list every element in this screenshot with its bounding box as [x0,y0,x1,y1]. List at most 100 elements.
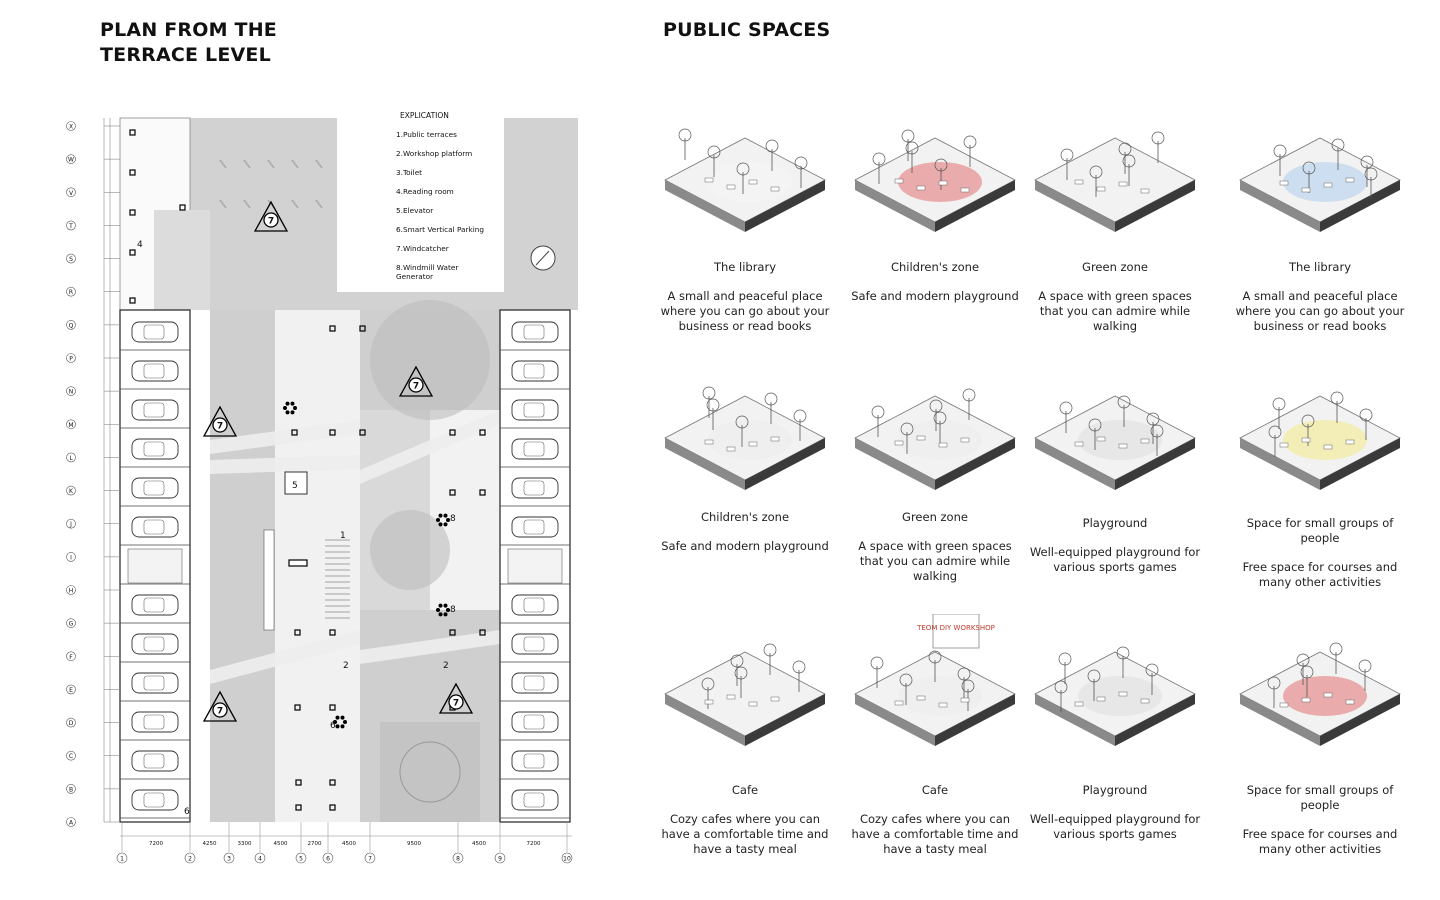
tree-crown [734,666,748,680]
structural-column [329,629,336,636]
car-roof [523,363,545,379]
tree-crown [1150,424,1164,438]
grid-bubble [184,852,196,864]
zone-label: 1 [340,531,346,541]
empty-bay [127,548,183,584]
tree-crown [1088,418,1102,432]
public-space-illustration [1239,642,1401,746]
iso-left-face [855,180,935,232]
iso-left-face [665,438,745,490]
public-space-description: Cozy cafes where you can have a comforta… [661,812,829,856]
car-outline [511,399,559,421]
car-roof [523,324,545,340]
public-spaces-title: PUBLIC SPACES [663,19,831,41]
windcatcher-symbol: 7 [438,682,474,714]
furniture [726,446,736,452]
grid-row-label: C [69,753,73,760]
public-space-description: Well-equipped playground for various spo… [1029,812,1201,841]
central-walkway [275,310,360,822]
grid-row-label: K [69,488,74,495]
courtyard-mark [219,159,227,169]
tree-crown [928,650,942,664]
furniture [1118,443,1128,449]
generator-dot [436,608,440,612]
public-space-description: Free space for courses and many other ac… [1242,827,1398,856]
structural-column [179,204,186,211]
structural-beam [210,420,360,454]
grid-bubble [66,717,76,728]
public-space-illustration [1034,395,1196,490]
car-roof [523,636,545,652]
grid-bubble [295,852,307,864]
windmill-generator-symbol [283,401,297,415]
windcatcher-number: 7 [413,382,419,392]
grid-bubble [66,320,76,330]
grid-bubble [66,154,76,164]
car-roof [143,714,165,730]
structural-column [359,429,366,436]
generator-dot [446,518,450,522]
grid-bubble [66,452,76,463]
iso-left-face [665,180,745,232]
furniture [1140,698,1150,704]
parking-column-right [499,309,571,823]
tree-crown [1360,155,1374,169]
car-outline [511,360,559,382]
car-roof [143,324,165,340]
car-outline [511,321,559,343]
generator-dot [335,715,340,720]
furniture [1279,180,1289,186]
structural-column [291,429,298,436]
car-outline [131,750,179,772]
grid-row-label: X [69,124,73,131]
iso-left-face [855,438,935,490]
furniture [1140,188,1150,194]
furniture [894,178,904,184]
car-roof [523,441,545,457]
car-roof [523,675,545,691]
dimension-value: 3300 [238,841,252,847]
furniture [748,179,758,185]
grid-bubble [66,121,76,131]
tree-crown [901,129,915,143]
iso-left-face [1240,180,1320,232]
courtyard-mark [243,199,251,209]
windcatcher-number: 7 [217,422,223,432]
tree-crown [872,152,886,166]
grid-bubble [223,852,235,864]
tree-crown [736,162,750,176]
structural-beam [360,410,500,484]
generator-dot [343,720,347,724]
grid-col-label: 3 [227,856,231,863]
grid-bubble [364,852,376,864]
grid-row-label: I [70,554,72,561]
generator-dot [438,513,443,518]
courtyard-mark [219,199,227,209]
grid-bubble [66,187,76,198]
generator-dot [293,406,297,410]
reading-room-floor [154,210,210,310]
car-outline [131,516,179,538]
legend-item: 1.Public terraces [396,130,457,139]
windcatcher-triangle [202,690,238,722]
iso-accent-zone [1283,420,1367,460]
tree-crown [735,415,749,429]
furniture [960,187,970,193]
iso-right-face [1320,438,1400,490]
tree-crown [871,405,885,419]
grid-col-label: 1 [120,856,124,863]
tree-crown [707,145,721,159]
furniture [1323,182,1333,188]
grid-col-label: 8 [456,856,460,863]
windcatcher-circle [263,212,279,228]
grid-bubble [66,253,76,264]
public-space-description: A space with green spaces that you can a… [858,539,1012,583]
tree-crown [1302,161,1316,175]
